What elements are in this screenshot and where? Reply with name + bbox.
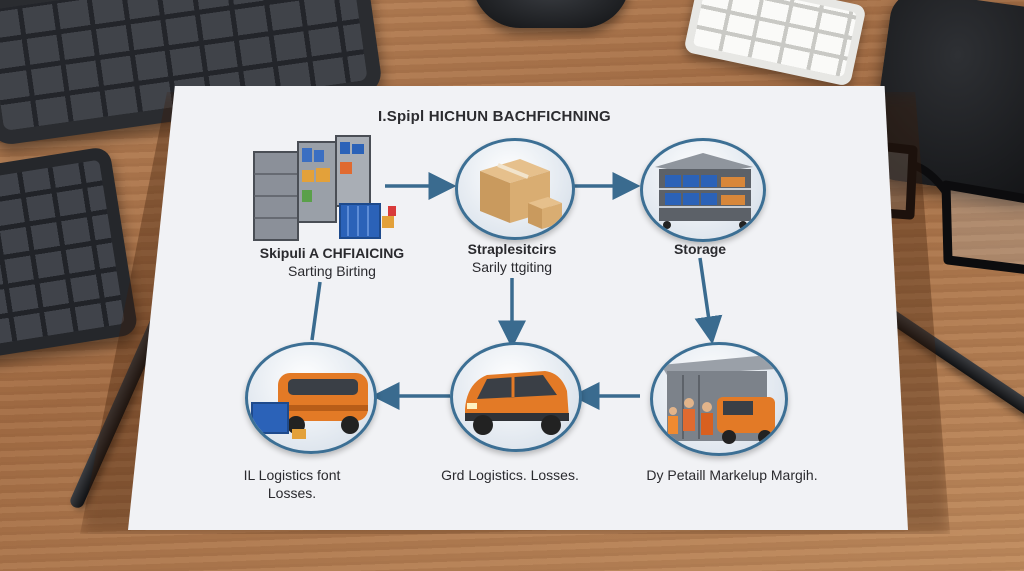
orange-truck-icon xyxy=(251,373,368,439)
node-title-truck: IL Logistics font xyxy=(243,467,341,483)
node-label-storage: Storage xyxy=(640,240,760,258)
node-subtitle-warehouse: Sarting Birting xyxy=(288,263,376,279)
storage-rack-icon xyxy=(655,153,753,229)
node-label-warehouse: Skipuli A CHFIAICING Sarting Birting xyxy=(232,244,432,280)
workers xyxy=(668,398,713,435)
node-title-van: Grd Logistics. Losses. xyxy=(441,467,579,483)
node-title-warehouse: Skipuli A CHFIAICING xyxy=(259,245,405,261)
node-title-storage: Storage xyxy=(673,241,727,257)
node-storage xyxy=(640,138,766,242)
arrow-storage-down xyxy=(694,257,723,345)
loading-dock-icon xyxy=(661,355,777,444)
node-title-boxes: Straplesitcirs xyxy=(467,241,557,257)
node-subtitle-truck: Losses. xyxy=(267,485,317,501)
node-loading xyxy=(650,342,788,456)
node-subtitle-boxes: Sarily ttgiting xyxy=(471,259,553,275)
cardboard-boxes-icon xyxy=(480,159,562,229)
connector-warehouse-down xyxy=(310,281,322,341)
node-label-van: Grd Logistics. Losses. xyxy=(410,466,610,484)
warehouse-shelves-illustration xyxy=(253,135,396,241)
node-truck xyxy=(245,342,377,454)
node-label-truck: IL Logistics font Losses. xyxy=(212,466,372,502)
node-van xyxy=(450,342,582,452)
diagram-title: I.Spipl HICHUN BACHFICHNING xyxy=(378,108,611,125)
node-title-loading: Dy Petaill Markelup Margih. xyxy=(646,467,818,483)
node-label-boxes: Straplesitcirs Sarily ttgiting xyxy=(412,240,612,276)
node-label-loading: Dy Petaill Markelup Margih. xyxy=(612,466,852,484)
node-boxes xyxy=(455,138,575,240)
orange-van-icon xyxy=(465,371,569,435)
